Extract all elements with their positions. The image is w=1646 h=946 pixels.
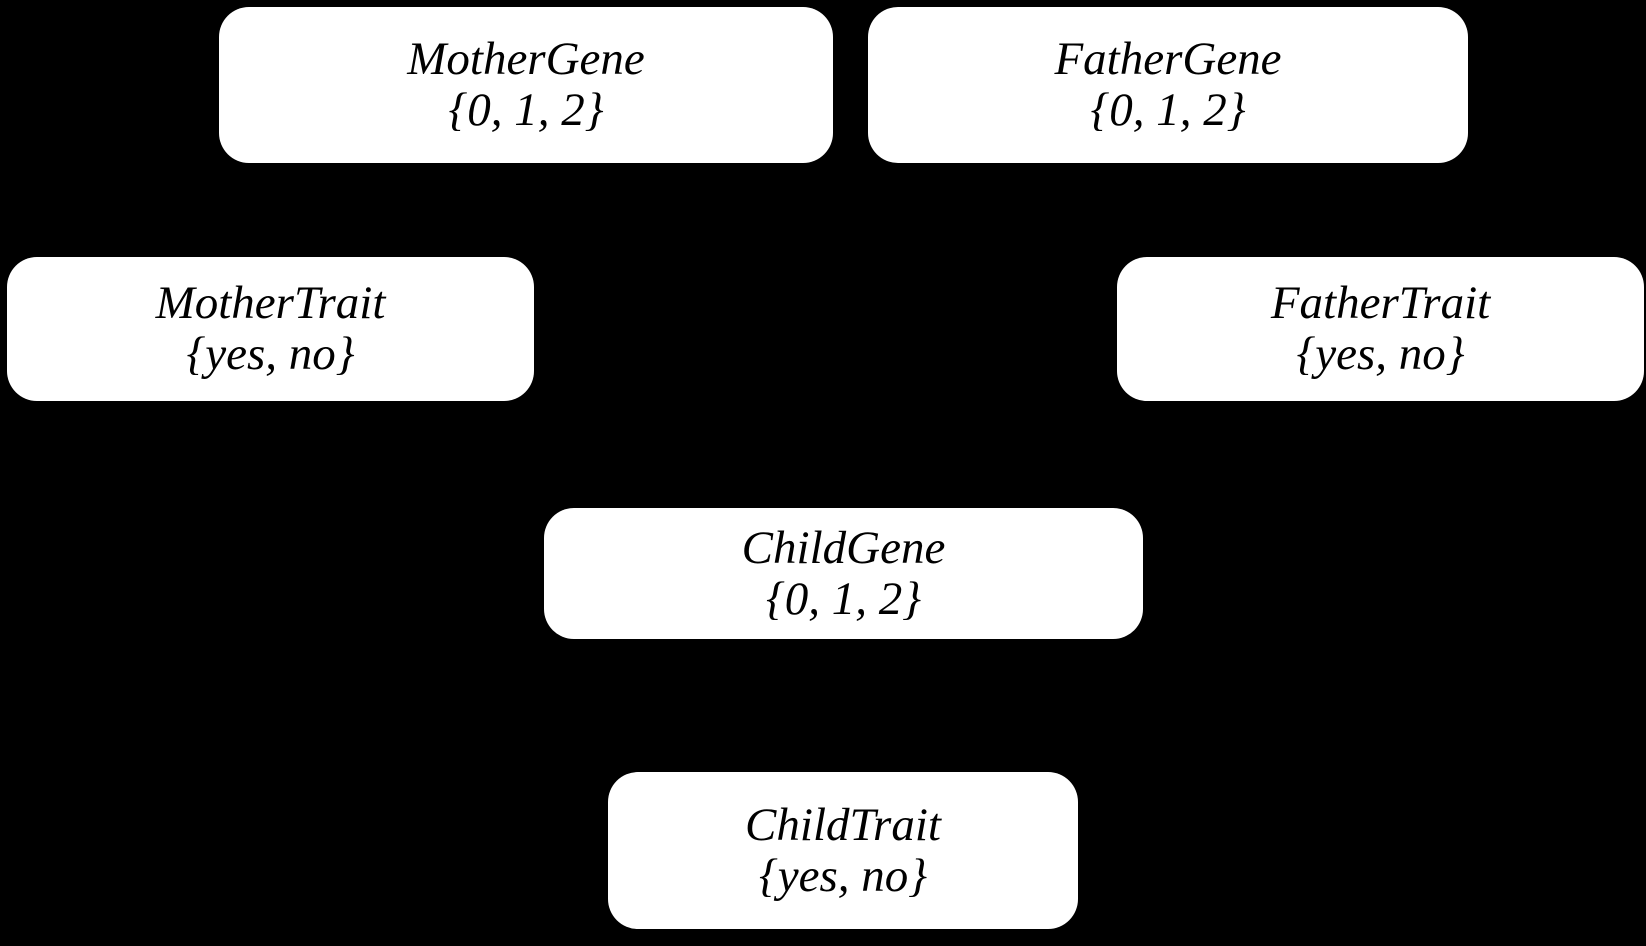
node-child-trait-label: ChildTrait — [745, 798, 941, 851]
node-father-gene[interactable]: FatherGene {0, 1, 2} — [868, 7, 1468, 163]
node-child-gene-domain: {0, 1, 2} — [765, 572, 922, 625]
node-father-gene-label: FatherGene — [1054, 33, 1282, 86]
node-child-trait-domain: {yes, no} — [758, 849, 928, 902]
node-father-trait[interactable]: FatherTrait {yes, no} — [1117, 257, 1644, 401]
node-mother-gene-label: MotherGene — [407, 33, 645, 86]
node-mother-trait-label: MotherTrait — [155, 277, 386, 330]
node-child-trait[interactable]: ChildTrait {yes, no} — [608, 772, 1078, 929]
node-father-trait-domain: {yes, no} — [1296, 328, 1465, 380]
node-father-gene-domain: {0, 1, 2} — [1090, 84, 1246, 136]
node-mother-trait-domain: {yes, no} — [186, 328, 355, 380]
node-father-trait-label: FatherTrait — [1270, 277, 1491, 330]
node-mother-trait[interactable]: MotherTrait {yes, no} — [7, 257, 534, 401]
node-mother-gene-domain: {0, 1, 2} — [448, 84, 604, 136]
node-mother-gene[interactable]: MotherGene {0, 1, 2} — [219, 7, 833, 163]
node-child-gene-label: ChildGene — [741, 521, 946, 574]
node-child-gene[interactable]: ChildGene {0, 1, 2} — [544, 508, 1143, 639]
